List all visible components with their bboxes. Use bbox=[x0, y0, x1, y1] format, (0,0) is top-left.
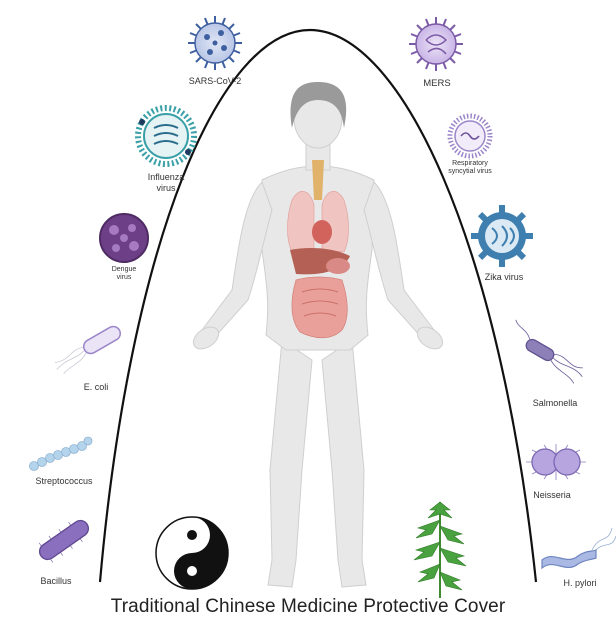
label-influenza-virus: Influenza virus bbox=[148, 172, 185, 194]
label-dengue-virus: Dengue virus bbox=[112, 266, 137, 282]
neisseria-icon bbox=[526, 444, 586, 480]
label-rsv: Respiratory syncytial virus bbox=[448, 160, 492, 176]
label-neisseria: Neisseria bbox=[533, 490, 571, 501]
rsv-icon bbox=[450, 116, 490, 156]
intestines bbox=[292, 277, 347, 338]
label-salmonella: Salmonella bbox=[533, 398, 578, 409]
trachea bbox=[312, 160, 324, 200]
heart bbox=[312, 220, 332, 244]
label-h-pylori: H. pylori bbox=[563, 578, 596, 589]
stomach bbox=[326, 258, 350, 274]
e-coli-icon bbox=[52, 324, 125, 376]
label-streptococcus: Streptococcus bbox=[35, 476, 92, 487]
streptococcus-icon bbox=[30, 437, 93, 471]
label-e-coli: E. coli bbox=[84, 382, 109, 393]
h-pylori-icon bbox=[542, 528, 616, 568]
yin-yang-icon bbox=[156, 517, 228, 589]
diagram-caption: Traditional Chinese Medicine Protective … bbox=[0, 596, 616, 618]
label-sars-cov-2: SARS-CoV-2 bbox=[189, 76, 242, 87]
dengue-virus-icon bbox=[100, 214, 148, 262]
zika-virus-icon bbox=[471, 205, 533, 267]
human-body-figure bbox=[189, 82, 446, 587]
bacillus-icon bbox=[34, 514, 94, 566]
label-zika-virus: Zika virus bbox=[485, 272, 524, 283]
label-bacillus: Bacillus bbox=[40, 576, 71, 587]
sars-cov-2-icon bbox=[188, 16, 242, 70]
salmonella-icon bbox=[503, 320, 590, 386]
herb-icon bbox=[414, 502, 466, 598]
label-mers: MERS bbox=[423, 78, 450, 89]
mers-icon bbox=[409, 17, 463, 71]
influenza-virus-icon bbox=[138, 108, 194, 164]
